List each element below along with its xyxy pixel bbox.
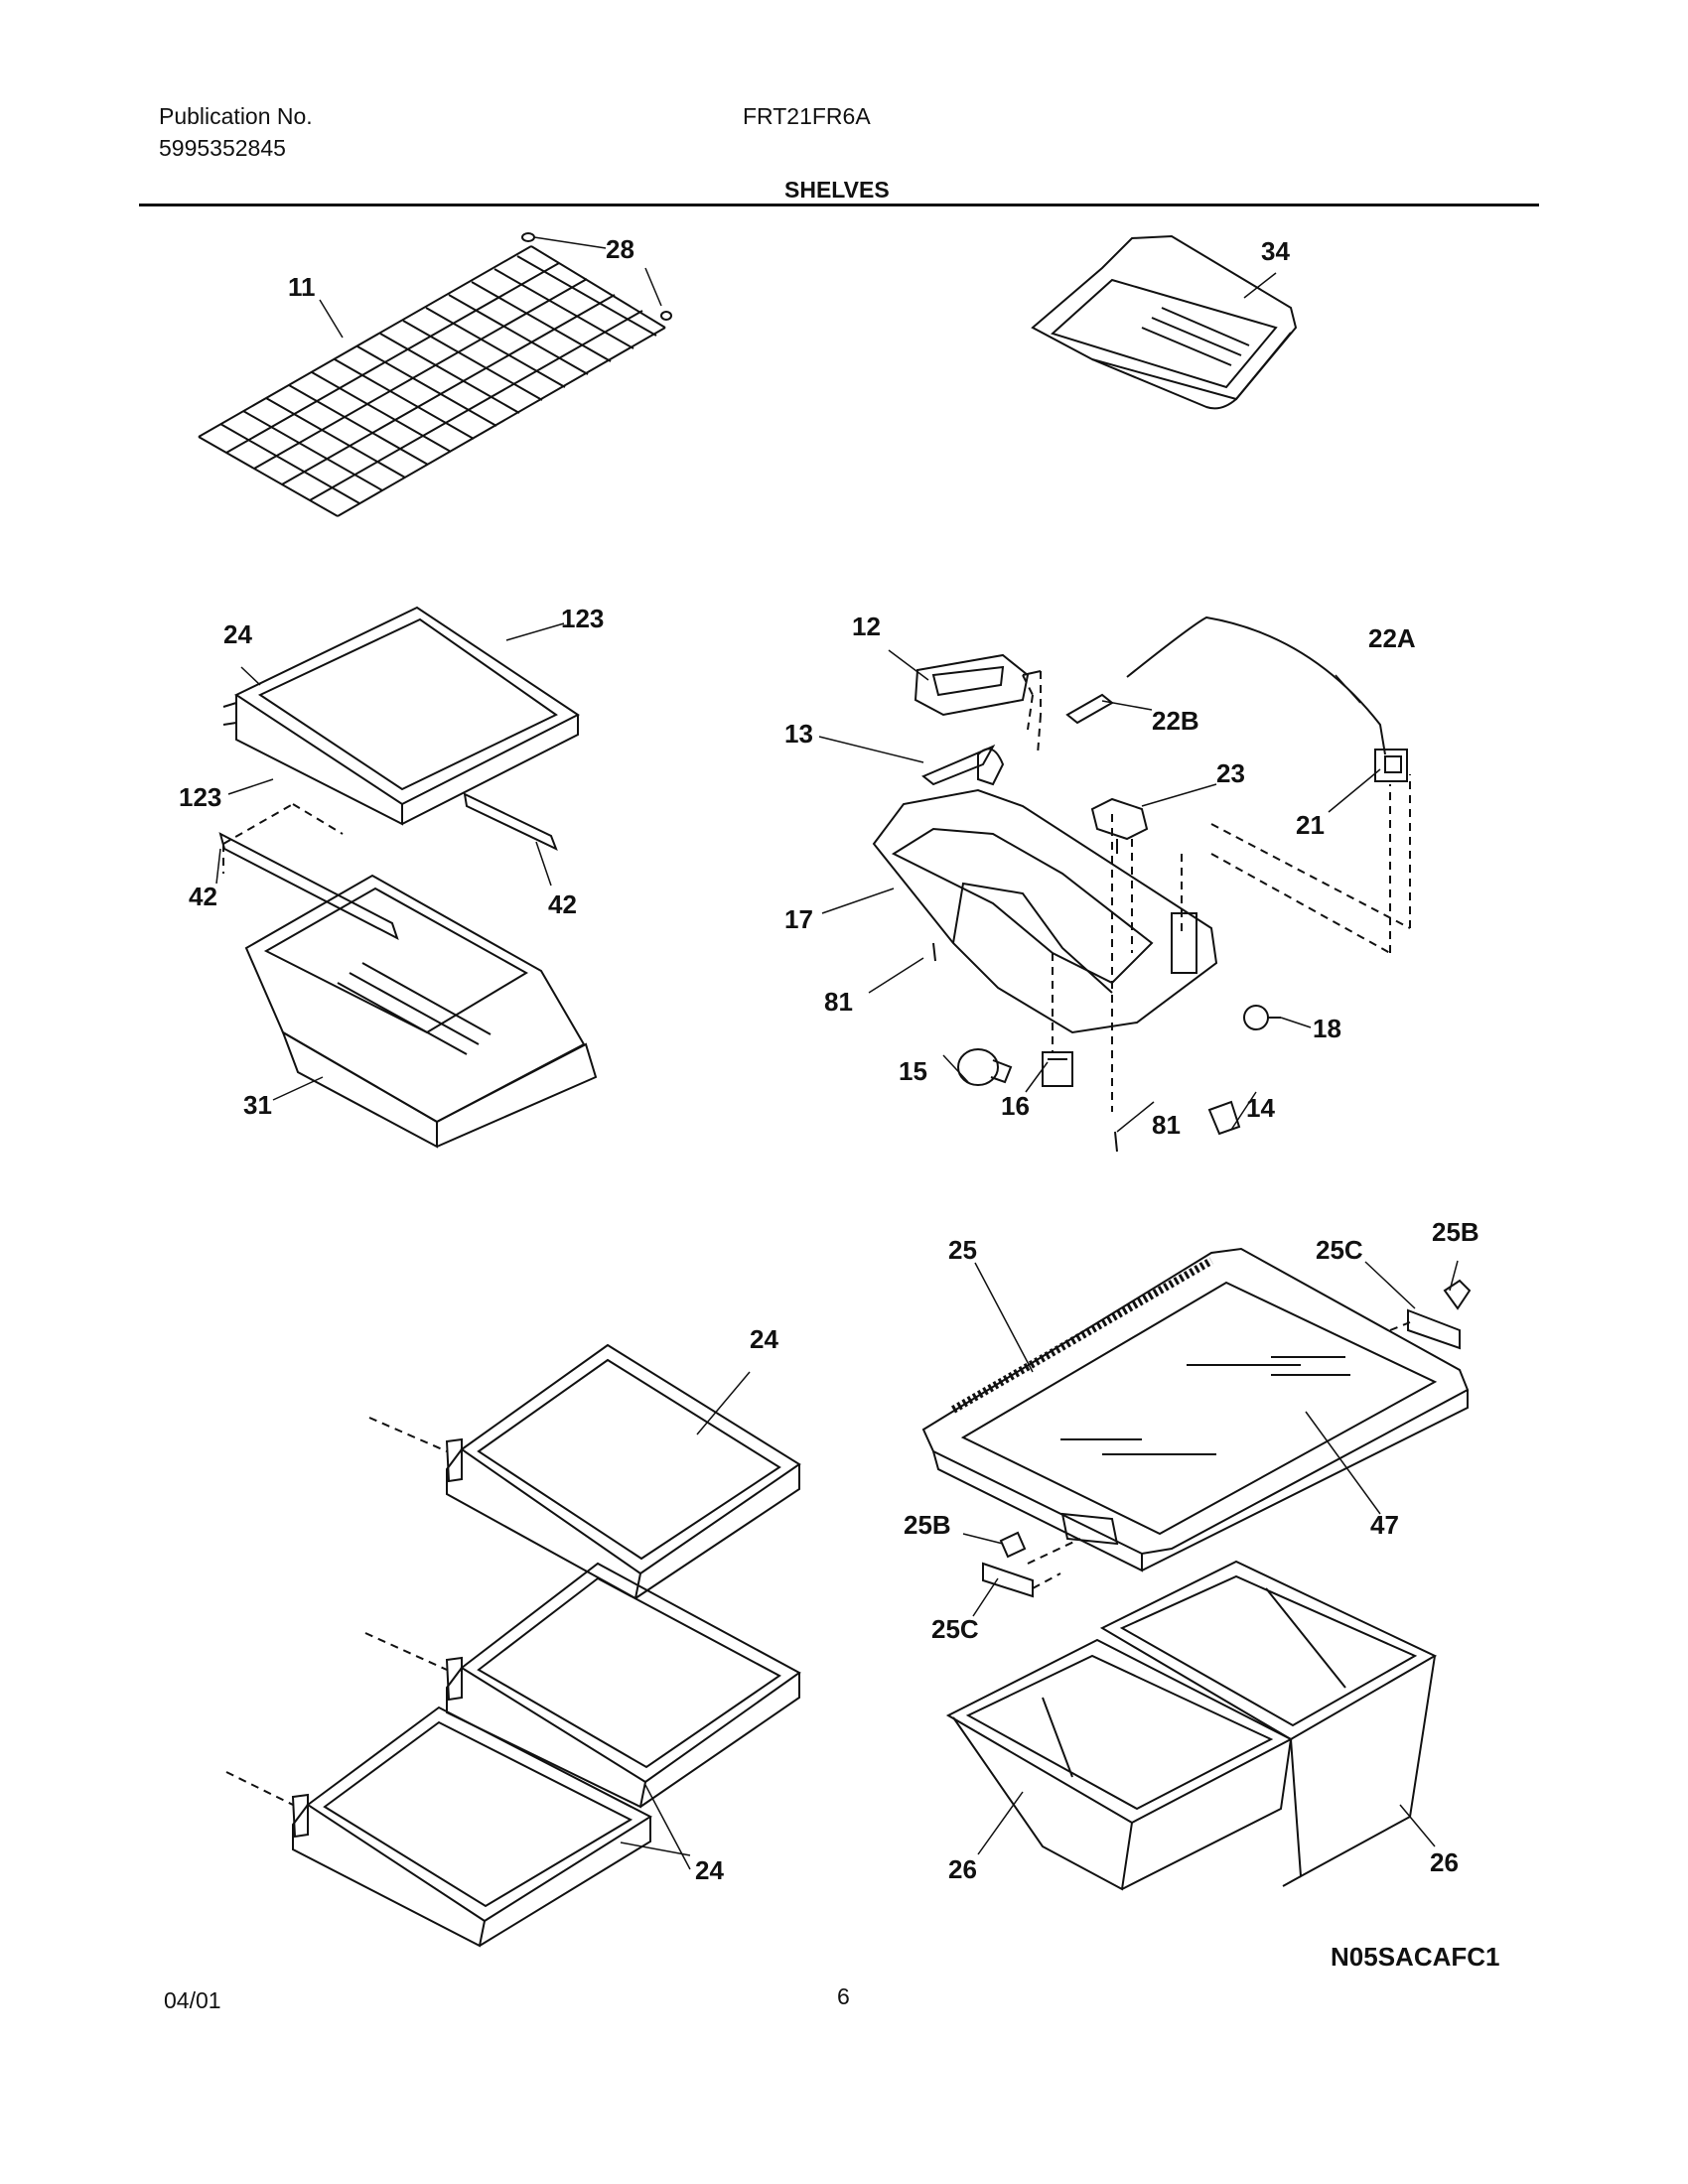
publication-number: 5995352845 <box>159 135 286 161</box>
callout-23: 23 <box>1216 758 1245 788</box>
callout-11: 11 <box>288 272 316 302</box>
callout-28: 28 <box>606 234 634 264</box>
callout-47: 47 <box>1370 1510 1399 1540</box>
callout-42-right: 42 <box>548 889 577 919</box>
callout-123-upper: 123 <box>561 604 604 633</box>
wire-shelf <box>198 245 666 517</box>
screws <box>932 942 1118 1153</box>
light-switch <box>1207 1100 1241 1136</box>
callout-12: 12 <box>852 612 881 641</box>
callout-14: 14 <box>1246 1093 1275 1123</box>
light-diffuser <box>921 744 1005 786</box>
crisper-drawer-right <box>1099 1560 1438 1887</box>
callout-leader-lines <box>215 236 1459 1870</box>
callout-13: 13 <box>784 719 813 749</box>
glass-shelf-lower-1 <box>445 1343 801 1600</box>
callout-24-upper: 24 <box>223 619 252 649</box>
slide-rails <box>218 792 558 941</box>
callout-22a: 22A <box>1368 623 1416 653</box>
publication-label: Publication No. <box>159 103 313 129</box>
capillary-tube <box>1065 615 1386 755</box>
header-rule <box>139 204 1539 206</box>
callout-18: 18 <box>1313 1014 1341 1043</box>
callout-25c-top: 25C <box>1316 1235 1363 1265</box>
glass-shelf-lower-2 <box>445 1562 801 1809</box>
light-housing <box>872 788 1218 1034</box>
callout-26-left: 26 <box>948 1854 977 1884</box>
section-title: SHELVES <box>784 177 890 203</box>
upper-storage-bin <box>1031 234 1298 410</box>
light-assembly-guide-lines <box>1022 671 1411 1112</box>
callout-22b: 22B <box>1152 706 1199 736</box>
callout-34: 34 <box>1261 236 1290 266</box>
light-bulb <box>957 1048 1013 1086</box>
callout-25: 25 <box>948 1235 977 1265</box>
damper-control <box>1090 797 1149 854</box>
callout-21: 21 <box>1296 810 1325 840</box>
glass-shelf-upper-left <box>222 606 580 826</box>
callout-16: 16 <box>1001 1091 1030 1121</box>
page-number: 6 <box>837 1983 850 2009</box>
callout-42-left: 42 <box>189 882 217 911</box>
crisper-cover-frame <box>921 1247 1470 1572</box>
model-number: FRT21FR6A <box>743 103 871 129</box>
callout-25c-left: 25C <box>931 1614 979 1644</box>
callout-123-lower: 123 <box>179 782 221 812</box>
light-shield <box>914 653 1042 717</box>
cover-clips <box>999 1279 1472 1559</box>
control-knob <box>1243 1005 1281 1030</box>
callout-26-right: 26 <box>1430 1847 1459 1877</box>
callout-24-lower-bottom: 24 <box>695 1855 724 1885</box>
callout-labels: 11 28 34 24 123 123 42 42 31 12 13 22A 2… <box>179 234 1479 1885</box>
crisper-drawer-left <box>945 1638 1294 1891</box>
callout-25b-left: 25B <box>904 1510 951 1540</box>
callout-17: 17 <box>784 904 813 934</box>
lower-shelf-guide-lines <box>225 1417 448 1806</box>
crisper-cover-vent-grille <box>951 1257 1213 1414</box>
temperature-control <box>1374 749 1408 782</box>
callout-81-left: 81 <box>824 987 853 1017</box>
upper-left-guide-lines <box>222 803 344 874</box>
revision-date: 04/01 <box>164 1987 221 2013</box>
callout-81-right: 81 <box>1152 1110 1181 1140</box>
callout-25b-top: 25B <box>1432 1217 1479 1247</box>
callout-24-lower-top: 24 <box>750 1324 778 1354</box>
crisper-guide-lines <box>1027 1321 1411 1589</box>
glass-shelf-lower-3 <box>291 1706 653 1948</box>
callout-15: 15 <box>899 1056 927 1086</box>
light-socket <box>1042 1051 1073 1087</box>
callout-31: 31 <box>243 1090 272 1120</box>
drawing-code: N05SACAFC1 <box>1331 1942 1500 1972</box>
lower-left-drawer <box>244 874 598 1149</box>
